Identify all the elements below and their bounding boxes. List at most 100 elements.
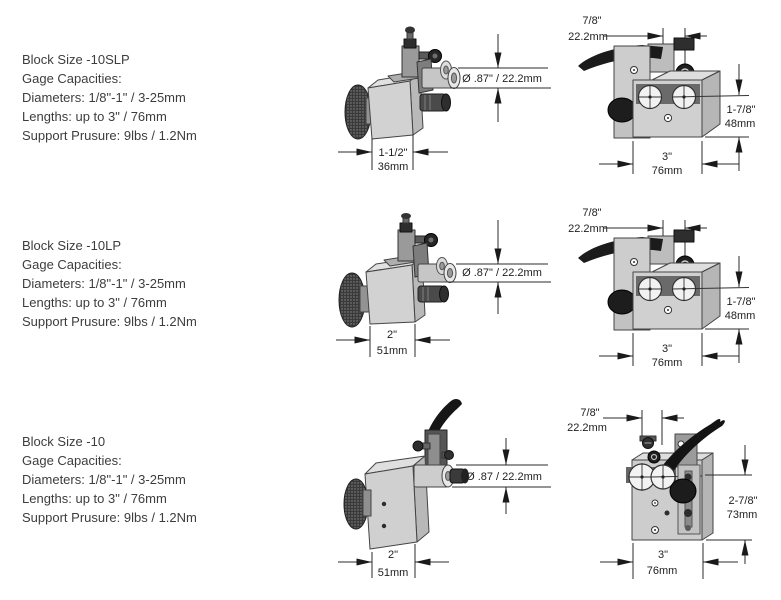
height-dimension: 1-7/8" 48mm xyxy=(705,256,756,363)
clamp-knob xyxy=(417,285,449,303)
block-size-label: Block Size -10 xyxy=(22,434,106,449)
offset-mm-label: 22.2mm xyxy=(567,422,607,434)
base-width-mm-label: 76mm xyxy=(652,165,683,177)
width-in-label: 2" xyxy=(388,549,398,561)
gage-roller xyxy=(413,464,469,488)
diameter-label: Ø .87" / 22.2mm xyxy=(462,267,542,279)
side-view-10: Ø .87 / 22.2mm 2" 51mm xyxy=(338,398,551,579)
block-body xyxy=(367,72,424,140)
gage-capacities-label: Gage Capacities: xyxy=(22,453,122,468)
block-size-label: Block Size -10SLP xyxy=(22,52,130,67)
front-view-10lp: 7/8" 22.2mm xyxy=(568,207,756,369)
offset-mm-label: 22.2mm xyxy=(568,223,608,235)
lever-pulley xyxy=(647,450,661,464)
lever-column xyxy=(424,429,448,469)
top-screw-knob xyxy=(405,26,415,34)
gage-roller-left xyxy=(637,84,663,110)
offset-mm-label: 22.2mm xyxy=(568,31,608,43)
diameters-label: Diameters: 1/8"-1" / 3-25mm xyxy=(22,276,186,291)
gage-roller-right xyxy=(671,84,750,110)
base-width-dimension: 3" 76mm xyxy=(600,543,738,579)
gage-assembly xyxy=(338,213,457,328)
block-hole xyxy=(381,523,387,529)
height-in-label: 1-7/8" xyxy=(727,296,756,308)
base-width-dimension: 3" 76mm xyxy=(599,333,739,369)
side-view-10lp: Ø .87" / 22.2mm 2" 51mm xyxy=(336,213,551,357)
diameters-label: Diameters: 1/8"-1" / 3-25mm xyxy=(22,90,186,105)
height-in-label: 1-7/8" xyxy=(727,104,756,116)
gage-roller-right xyxy=(671,276,750,302)
block-size-label: Block Size -10LP xyxy=(22,238,121,253)
base-width-mm-label: 76mm xyxy=(652,357,683,369)
gage-roller-left xyxy=(628,463,656,491)
offset-dimension: 7/8" 22.2mm xyxy=(568,15,707,66)
diameter-label: Ø .87" / 22.2mm xyxy=(462,73,542,85)
base-width-mm-label: 76mm xyxy=(647,565,678,577)
height-mm-label: 73mm xyxy=(727,509,758,521)
offset-in-label: 7/8" xyxy=(582,207,601,219)
diameters-label: Diameters: 1/8"-1" / 3-25mm xyxy=(22,472,186,487)
base-width-in-label: 3" xyxy=(662,343,672,355)
width-dimension: 2" 51mm xyxy=(338,544,449,579)
gage-rollers xyxy=(421,60,461,89)
front-view-10: 7/8" 22.2mm xyxy=(567,407,758,579)
gage-assembly xyxy=(344,26,461,140)
clamp-knob xyxy=(607,289,637,315)
gage-assembly xyxy=(343,398,469,550)
lengths-label: Lengths: up to 3" / 76mm xyxy=(22,491,167,506)
lengths-label: Lengths: up to 3" / 76mm xyxy=(22,295,167,310)
support-pressure-label: Support Prusure: 9lbs / 1.2Nm xyxy=(22,314,197,329)
block-hole xyxy=(664,510,670,516)
base-width-in-label: 3" xyxy=(662,151,672,163)
lever-bracket xyxy=(673,229,695,243)
offset-dimension: 7/8" 22.2mm xyxy=(567,407,684,445)
base-width-in-label: 3" xyxy=(658,549,668,561)
offset-in-label: 7/8" xyxy=(582,15,601,27)
height-dimension: 1-7/8" 48mm xyxy=(705,64,756,171)
side-screw-knob xyxy=(412,440,424,452)
clamp-knob xyxy=(607,97,637,123)
base-width-dimension: 3" 76mm xyxy=(599,141,739,177)
diameter-dimension: Ø .87 / 22.2mm xyxy=(452,438,551,514)
diameter-dimension: Ø .87" / 22.2mm xyxy=(448,220,551,314)
spec-block-10slp: Block Size -10SLP Gage Capacities: Diame… xyxy=(22,50,197,145)
diameter-label: Ø .87 / 22.2mm xyxy=(466,471,542,483)
width-mm-label: 51mm xyxy=(377,345,408,357)
diameter-dimension: Ø .87" / 22.2mm xyxy=(450,34,551,122)
clamp-assembly xyxy=(412,440,454,460)
gage-roller-left xyxy=(637,276,663,302)
width-dimension: 2" 51mm xyxy=(336,324,450,357)
spec-block-10lp: Block Size -10LP Gage Capacities: Diamet… xyxy=(22,236,197,331)
width-mm-label: 51mm xyxy=(378,567,409,579)
gage-rollers xyxy=(417,257,457,283)
height-dimension: 2-7/8" 73mm xyxy=(705,445,758,564)
width-mm-label: 36mm xyxy=(378,161,409,173)
block-hole xyxy=(381,501,387,507)
gage-capacities-label: Gage Capacities: xyxy=(22,257,122,272)
support-pressure-label: Support Prusure: 9lbs / 1.2Nm xyxy=(22,510,197,525)
height-in-label: 2-7/8" xyxy=(729,495,758,507)
width-in-label: 1-1/2" xyxy=(379,147,408,159)
top-screw-knob xyxy=(401,213,411,219)
gage-assembly xyxy=(578,229,750,331)
height-mm-label: 48mm xyxy=(725,118,756,130)
gage-roller-right xyxy=(650,464,703,490)
offset-dimension: 7/8" 22.2mm xyxy=(568,207,707,258)
clamp-screw xyxy=(639,435,657,449)
front-view-10slp: 7/8" 22.2mm xyxy=(568,15,756,177)
clamp-knob xyxy=(419,93,451,112)
gage-capacities-label: Gage Capacities: xyxy=(22,71,122,86)
side-view-10slp: Ø .87" / 22.2mm 1-1/2" 36mm xyxy=(338,26,551,173)
height-mm-label: 48mm xyxy=(725,310,756,322)
lengths-label: Lengths: up to 3" / 76mm xyxy=(22,109,167,124)
clamp-screw-knob xyxy=(444,450,454,460)
width-in-label: 2" xyxy=(387,329,397,341)
knurled-knob xyxy=(338,272,371,328)
release-lever xyxy=(660,418,725,472)
lever-bracket xyxy=(673,37,695,51)
support-pressure-label: Support Prusure: 9lbs / 1.2Nm xyxy=(22,128,197,143)
offset-in-label: 7/8" xyxy=(580,407,599,419)
gage-assembly xyxy=(578,37,750,139)
knurled-knob xyxy=(343,478,372,530)
